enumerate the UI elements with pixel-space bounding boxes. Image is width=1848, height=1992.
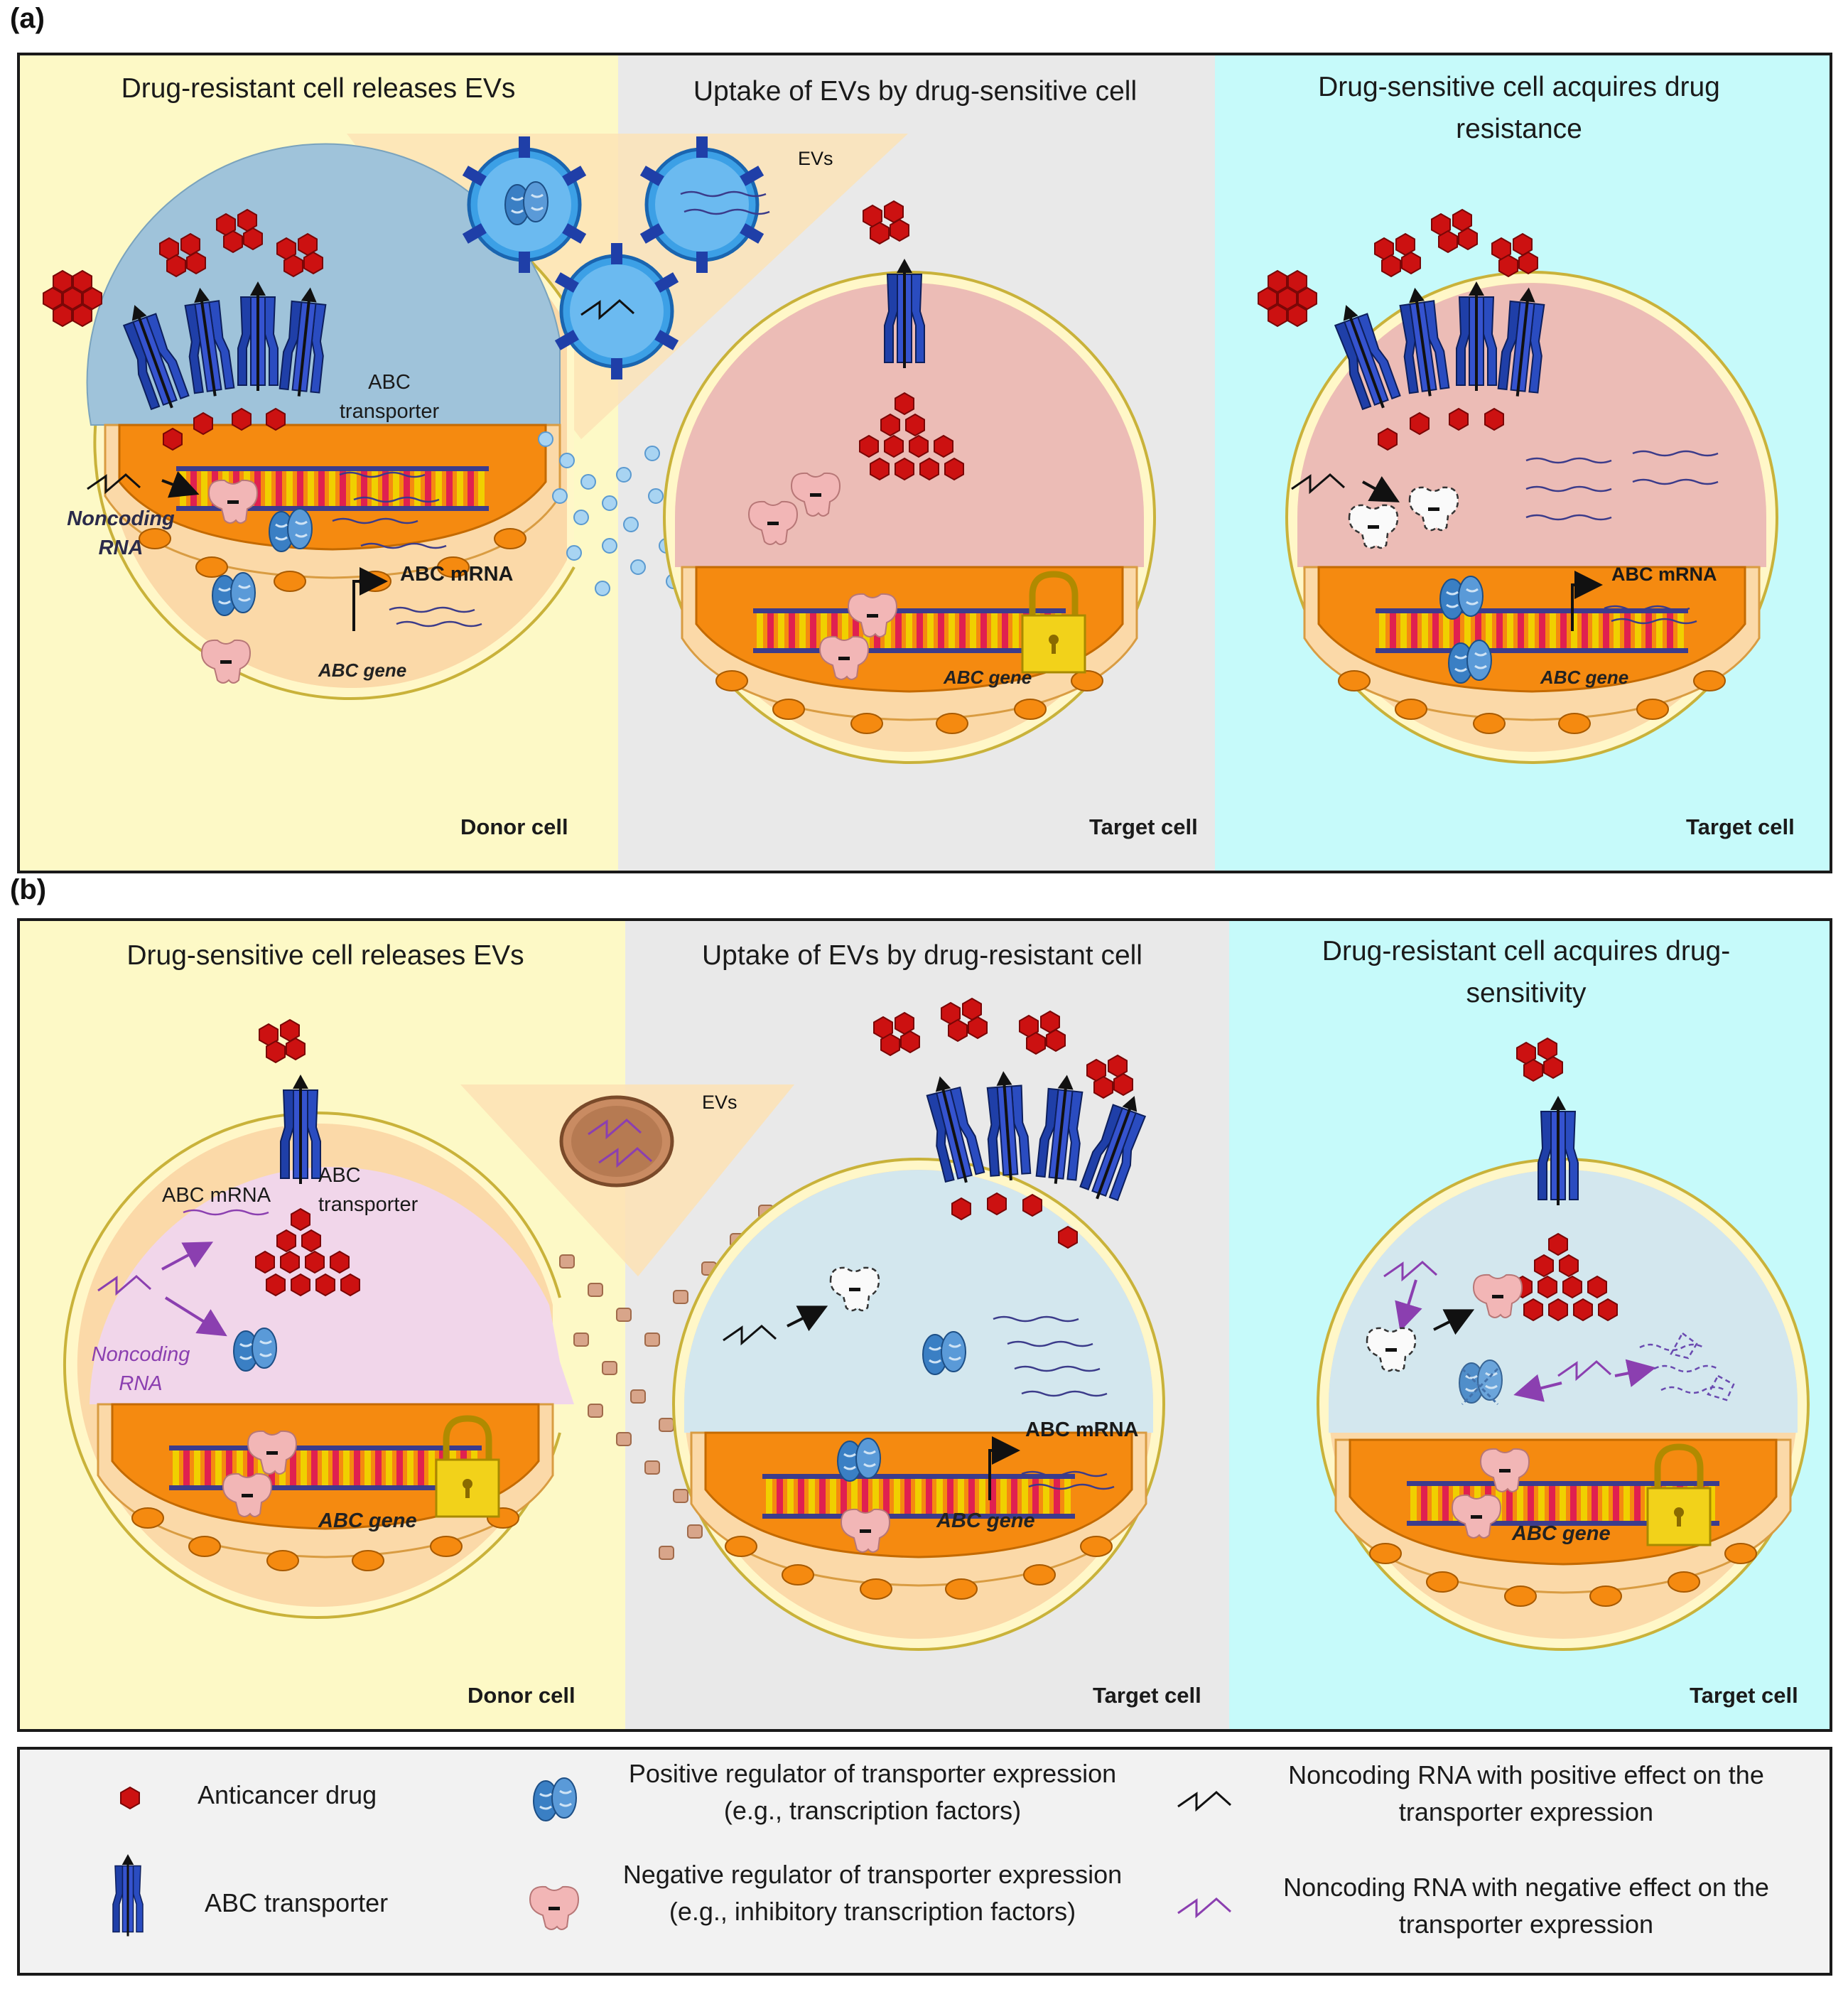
panel-a-evs-label: EVs <box>798 148 833 169</box>
legend-positive-regulator: Positive regulator of transporter expres… <box>628 1759 1117 1826</box>
panel-b-target-cell-label-1: Target cell <box>1093 1683 1201 1708</box>
panel-b-c1-abc-transporter-label: ABC transporter <box>318 1164 418 1216</box>
panel-a-c2-abc-gene-label: ABC gene <box>944 667 1032 688</box>
panel-a-c1-abc-transporter-label: ABC transporter <box>339 371 440 423</box>
panel-a-c3-posreg-1 <box>1439 575 1484 620</box>
panel-a-c1-drugs-1 <box>43 271 102 326</box>
panel-b-donor-cell-label: Donor cell <box>468 1683 576 1708</box>
panel-a-c1-pump-3 <box>237 280 279 392</box>
panel-a-c2-pump <box>883 257 926 370</box>
panel-a-stage1-title: Drug-resistant cell releases EVs <box>121 73 516 104</box>
panel-b-stage2-title: Uptake of EVs by drug-resistant cell <box>702 940 1142 971</box>
panel-b-c3-abc-gene-label: ABC gene <box>1512 1522 1611 1545</box>
panel-b-ev <box>559 1095 674 1188</box>
panel-a-c1-posreg <box>268 507 313 553</box>
panel-a-c1-noncoding-label: Noncoding RNA <box>67 507 175 559</box>
legend-positive-regulator-icon <box>532 1777 578 1822</box>
panel-a-frame: Drug-resistant cell releases EVs Uptake … <box>17 53 1832 873</box>
panel-b-c3-pump <box>1537 1094 1579 1207</box>
panel-a-c1-abc-gene-label: ABC gene <box>318 659 407 681</box>
legend-drug-icon <box>120 1787 140 1809</box>
legend-ncrna-negative: Noncoding RNA with negative effect on th… <box>1283 1873 1769 1939</box>
panel-a-label: (a) <box>10 3 45 34</box>
panel-b-c3-posreg <box>1458 1359 1503 1404</box>
panel-a-stage3-title: Drug-sensitive cell acquires drug resist… <box>1318 72 1720 144</box>
panel-a-c1-drug-in-1 <box>163 428 183 451</box>
panel-b-c1-noncoding-label: Noncoding RNA <box>91 1343 190 1395</box>
panel-a-c3-abc-mrna-label: ABC mRNA <box>1611 564 1717 585</box>
panel-b-c2-drugs-1 <box>874 1013 919 1055</box>
panel-b-c1-drugs-out <box>259 1020 305 1062</box>
panel-b-target-cell-1 <box>672 1158 1165 1651</box>
panel-b-target-cell-2 <box>1317 1158 1810 1651</box>
panel-a-target-cell-label-1: Target cell <box>1089 814 1198 839</box>
legend-transporter-icon <box>112 1853 144 1937</box>
panel-b-c2-posreg-dna <box>836 1437 882 1482</box>
panel-b-c2-posreg <box>922 1330 967 1376</box>
panel-b-c1-abc-mrna-label: ABC mRNA <box>162 1184 271 1207</box>
panel-a-c3-abc-gene-label: ABC gene <box>1540 667 1629 688</box>
panel-a-c3-drugs-1 <box>1258 271 1317 326</box>
legend-box: Anticancer drug ABC transporter Positive… <box>17 1747 1832 1976</box>
panel-b-label: (b) <box>10 874 47 905</box>
panel-a-c2-drugs-out <box>863 201 909 244</box>
panel-a-c1-negreg-dna <box>201 639 251 684</box>
legend-ncrna-positive: Noncoding RNA with positive effect on th… <box>1288 1760 1764 1827</box>
panel-b-illustration <box>63 921 1810 1651</box>
panel-a-c3-posreg-2 <box>1447 639 1493 684</box>
legend-anticancer-drug: Anticancer drug <box>198 1780 377 1809</box>
panel-b-c2-abc-gene-label: ABC gene <box>936 1509 1035 1532</box>
panel-b-c3-drugs-out <box>1517 1038 1562 1081</box>
panel-a-donor-cell <box>86 143 576 700</box>
panel-b-stage3-title: Drug-resistant cell acquires drug-sensit… <box>1322 936 1731 1008</box>
panel-b-c1-posreg <box>232 1327 278 1372</box>
panel-b-c2-abc-mrna-label: ABC mRNA <box>1025 1418 1139 1441</box>
panel-a-c1-abc-mrna-label: ABC mRNA <box>400 563 514 586</box>
legend-negative-regulator-icon <box>529 1885 579 1930</box>
panel-b-c2-pump-2 <box>982 1068 1032 1183</box>
panel-a-donor-cell-label: Donor cell <box>460 814 568 839</box>
panel-b-c1-abc-gene-label: ABC gene <box>318 1509 417 1532</box>
panel-b-stage1-title: Drug-sensitive cell releases EVs <box>126 940 524 971</box>
panel-b-c3-degraded-mrna <box>1639 1332 1735 1401</box>
panel-b-c2-pump-4 <box>1076 1087 1155 1207</box>
legend-abc-transporter: ABC transporter <box>205 1888 389 1917</box>
panel-a-stage2-title: Uptake of EVs by drug-sensitive cell <box>693 76 1138 107</box>
panel-a-c1-posreg-dna <box>211 571 256 617</box>
panel-b-c1-pump <box>279 1073 322 1185</box>
panel-a-illustration <box>20 134 1778 764</box>
panel-a-c3-pump-3 <box>1455 280 1498 392</box>
panel-b-evs-label: EVs <box>702 1092 737 1113</box>
panel-b-target-cell-label-2: Target cell <box>1690 1683 1798 1708</box>
legend-negative-regulator: Negative regulator of transporter expres… <box>622 1860 1123 1927</box>
legend-ncrna-positive-icon <box>1177 1791 1232 1811</box>
panel-b-frame: Drug-sensitive cell releases EVs Uptake … <box>17 918 1832 1732</box>
legend-ncrna-negative-icon <box>1177 1897 1232 1917</box>
panel-a-target-cell-label-2: Target cell <box>1686 814 1795 839</box>
panel-b-c2-pump-3 <box>1034 1071 1088 1188</box>
panel-a-target-cell-1 <box>663 271 1156 764</box>
